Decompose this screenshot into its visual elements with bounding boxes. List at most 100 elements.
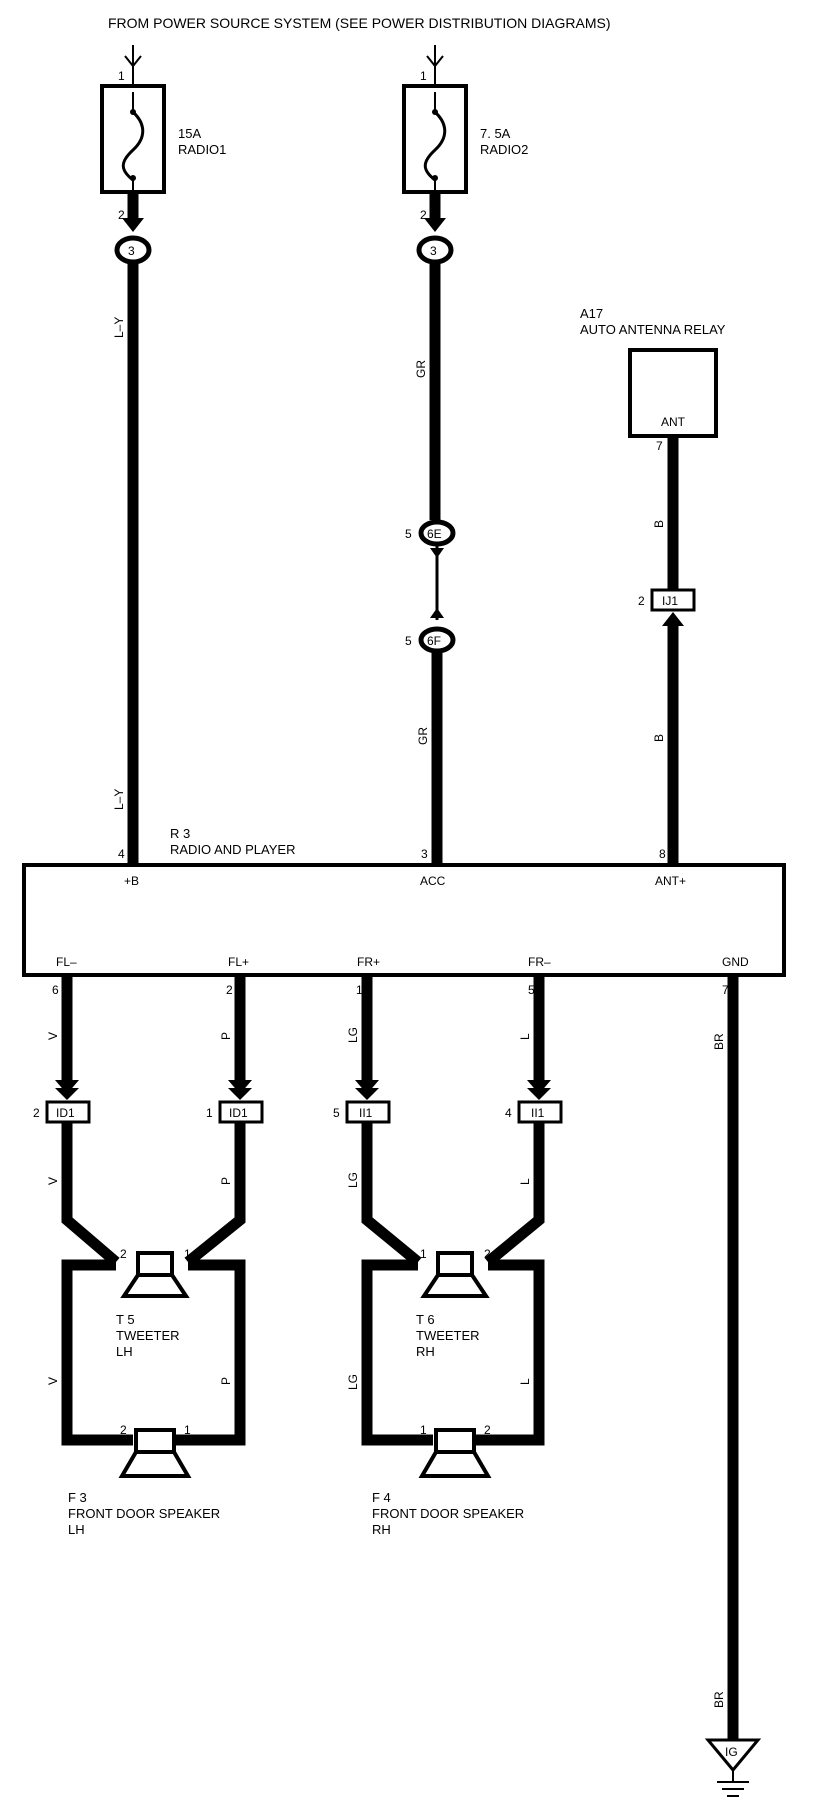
radio-terminal-fr-minus: FR– — [528, 955, 551, 969]
wire-lg-lower — [361, 1122, 422, 1267]
fuse-radio1: 1 15A RADIO1 2 — [100, 45, 226, 232]
wire-color-lg-2: LG — [346, 1172, 360, 1188]
radio-terminal-fl-minus: FL– — [56, 955, 77, 969]
connector-ii1-right-pin: 4 — [505, 1106, 512, 1120]
door-lh-code: F 3 — [68, 1490, 87, 1505]
radio-pin-b: 4 — [118, 847, 125, 861]
radio-pin-gnd: 7 — [722, 983, 729, 997]
tweeter-lh-name1: TWEETER — [116, 1328, 180, 1343]
wire-rh-loop-right — [475, 1259, 545, 1446]
connector-arrow-icon — [430, 548, 444, 558]
radio-pin-ant: 8 — [659, 847, 666, 861]
diagram-header: FROM POWER SOURCE SYSTEM (SEE POWER DIST… — [108, 15, 610, 31]
wire-l-fr-minus — [527, 975, 551, 1100]
connector-id1-right-label: ID1 — [229, 1106, 248, 1120]
fuse-element-icon — [121, 110, 145, 182]
wire-color-ly-bottom: L–Y — [112, 789, 126, 810]
connector-ij1-pin: 2 — [638, 594, 645, 608]
radio-pin-acc: 3 — [421, 847, 428, 861]
radio-terminal-fl-plus: FL+ — [228, 955, 249, 969]
radio-terminal-acc: ACC — [420, 874, 446, 888]
door-rh-speaker-icon — [418, 1428, 492, 1478]
wire-color-gr-top: GR — [414, 360, 428, 378]
connector-id1-left-pin: 2 — [33, 1106, 40, 1120]
radio-code: R 3 — [170, 826, 190, 841]
tweeter-rh-pin-a: 1 — [420, 1247, 427, 1261]
connector-ii1-left-label: II1 — [359, 1106, 373, 1120]
tweeter-rh-pin-b: 2 — [484, 1247, 491, 1261]
wire-color-l-2: L — [518, 1178, 532, 1185]
connector-6f-label: 6F — [427, 634, 441, 648]
wire-v-fl-minus — [55, 975, 79, 1100]
wire-lh-loop-left — [61, 1259, 133, 1446]
radio-terminal-fr-plus: FR+ — [357, 955, 380, 969]
tweeter-rh-name2: RH — [416, 1344, 435, 1359]
wire-color-br-bottom: BR — [712, 1691, 726, 1708]
wire-color-p-2: P — [219, 1177, 233, 1185]
door-lh-name2: LH — [68, 1522, 85, 1537]
antenna-relay-box — [628, 348, 718, 438]
wire-v-lower — [61, 1122, 120, 1267]
radio-unit-box — [22, 863, 786, 977]
door-lh-pin-a: 2 — [120, 1423, 127, 1437]
wire-color-lg-3: LG — [346, 1374, 360, 1390]
wire-color-v-3: V — [46, 1377, 60, 1385]
door-rh-name2: RH — [372, 1522, 391, 1537]
tweeter-rh-speaker-icon — [420, 1251, 490, 1298]
antenna-relay-name: AUTO ANTENNA RELAY — [580, 322, 726, 337]
connector-6e-pin: 5 — [405, 527, 412, 541]
wire-lh-loop-right — [175, 1259, 246, 1446]
radio-terminal-gnd: GND — [722, 955, 749, 969]
arrow-down-icon — [355, 1080, 379, 1100]
arrow-down-icon — [122, 218, 144, 232]
ground-label: IG — [725, 1745, 738, 1759]
splice-radio1-label: 3 — [128, 244, 135, 258]
fuse-radio2-amp: 7. 5A — [480, 126, 511, 141]
fuse-radio1-name: RADIO1 — [178, 142, 226, 157]
connector-ij1 — [650, 588, 696, 612]
door-rh-name1: FRONT DOOR SPEAKER — [372, 1506, 524, 1521]
ground-symbol-icon — [704, 1738, 762, 1773]
splice-radio2-label: 3 — [430, 244, 437, 258]
tweeter-lh-pin-b: 1 — [184, 1247, 191, 1261]
door-rh-code: F 4 — [372, 1490, 391, 1505]
arrow-up-icon — [662, 612, 684, 626]
door-lh-name1: FRONT DOOR SPEAKER — [68, 1506, 220, 1521]
fuse-element-icon — [423, 110, 447, 182]
wire-color-br-top: BR — [712, 1033, 726, 1050]
fuse-radio1-amp: 15A — [178, 126, 201, 141]
radio-terminal-ant: ANT+ — [655, 874, 686, 888]
radio-pin-fl-plus: 2 — [226, 983, 233, 997]
connector-6f-pin: 5 — [405, 634, 412, 648]
wire-lg-fr-plus — [355, 975, 379, 1100]
antenna-relay-pin: 7 — [656, 439, 663, 453]
tweeter-lh-pin-a: 2 — [120, 1247, 127, 1261]
wire-color-l-1: L — [518, 1033, 532, 1040]
wire-l-lower — [484, 1122, 545, 1267]
wire-color-p-3: P — [219, 1377, 233, 1385]
wire-color-p-1: P — [219, 1032, 233, 1040]
tweeter-lh-code: T 5 — [116, 1312, 135, 1327]
connector-6e-label: 6E — [427, 527, 442, 541]
wire-p-fl-plus — [228, 975, 252, 1100]
fuse-radio1-pin-in: 1 — [118, 69, 125, 83]
fuse-radio2-name: RADIO2 — [480, 142, 528, 157]
arrow-down-icon — [228, 1080, 252, 1100]
splice-radio2 — [416, 235, 454, 265]
connector-id1-right-pin: 1 — [206, 1106, 213, 1120]
connector-arrow-icon — [430, 608, 444, 618]
wire-color-gr-bottom: GR — [416, 727, 430, 745]
connector-ii1-right-label: II1 — [531, 1106, 545, 1120]
tweeter-rh-code: T 6 — [416, 1312, 435, 1327]
antenna-relay-terminal: ANT — [661, 415, 686, 429]
tweeter-lh-name2: LH — [116, 1344, 133, 1359]
wire-color-b-bottom: B — [652, 734, 666, 742]
wire-rh-loop-left — [361, 1259, 433, 1446]
door-lh-pin-b: 1 — [184, 1423, 191, 1437]
fuse-radio2-pin-out: 2 — [420, 208, 427, 222]
wire-color-ly-top: L–Y — [112, 317, 126, 338]
door-rh-pin-b: 2 — [484, 1423, 491, 1437]
door-rh-pin-a: 1 — [420, 1423, 427, 1437]
radio-pin-fr-plus: 1 — [356, 983, 363, 997]
radio-terminal-b: +B — [124, 874, 139, 888]
